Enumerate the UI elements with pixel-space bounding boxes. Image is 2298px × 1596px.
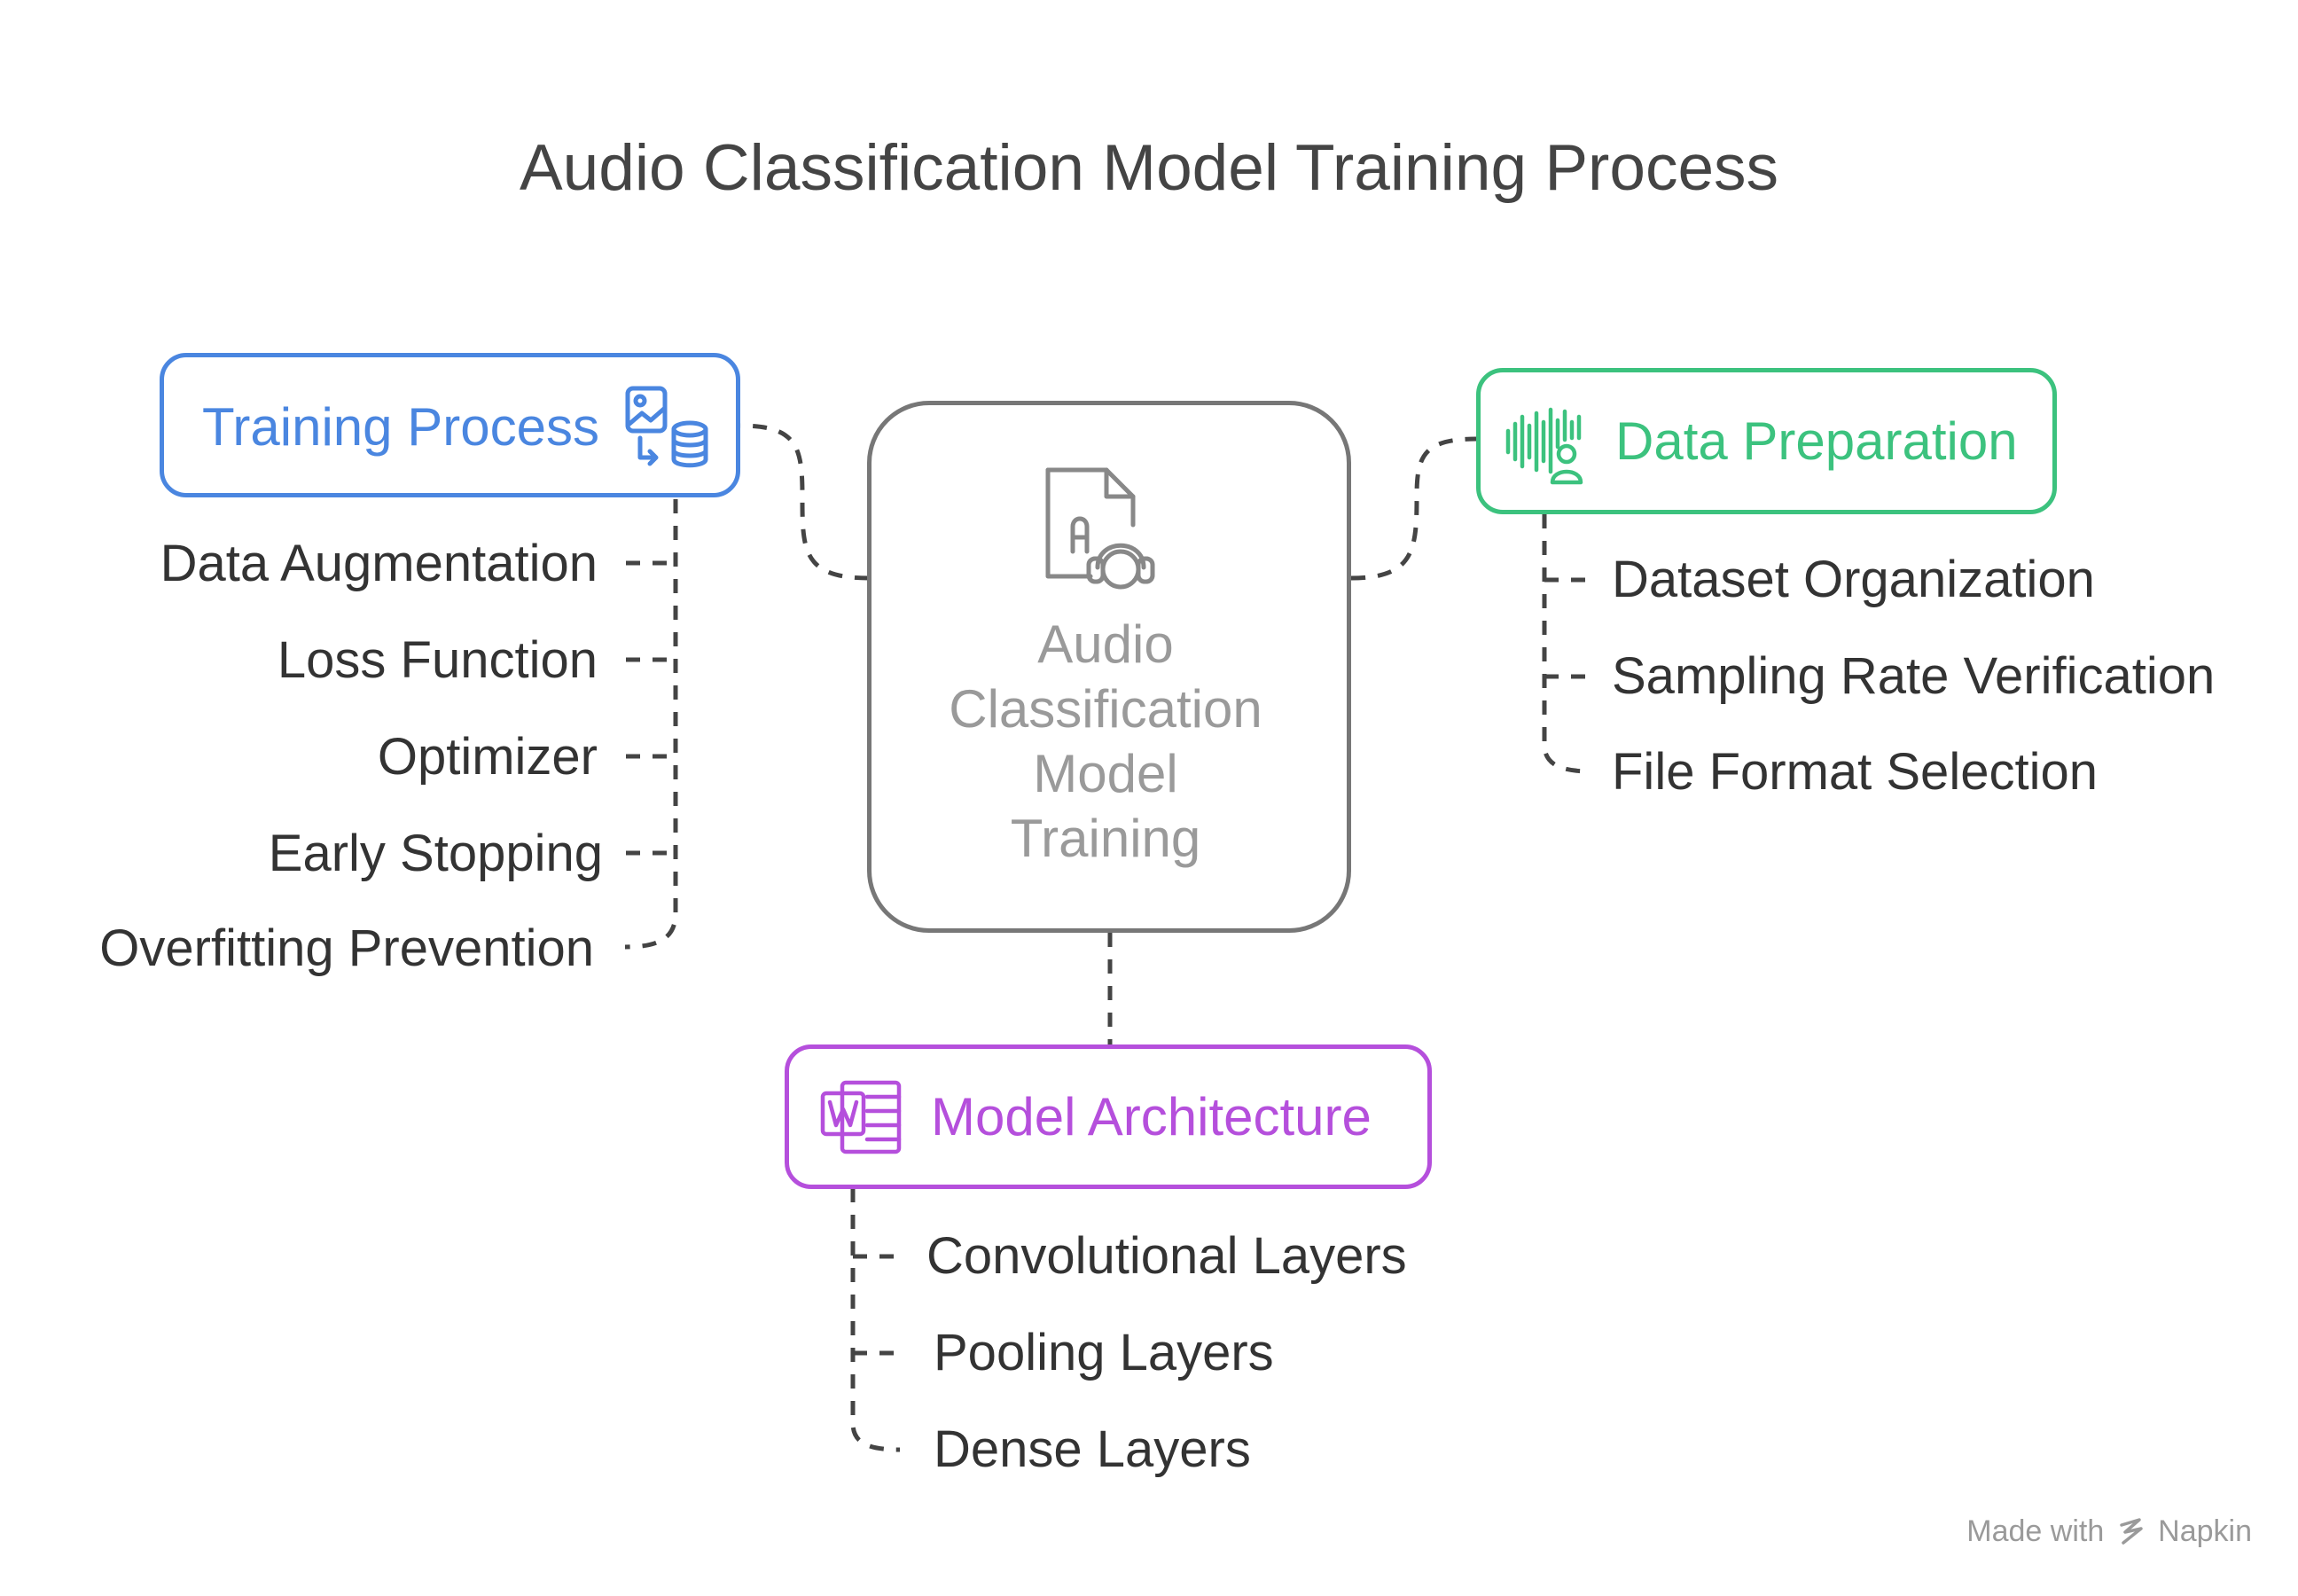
center-line: Training [1010,809,1201,868]
model-architecture-label: Model Architecture [931,1087,1372,1146]
page-title: Audio Classification Model Training Proc… [519,132,1779,204]
data-preparation-label: Data Preparation [1615,411,2018,471]
training-item: Early Stopping [268,825,603,882]
model-architecture-box [785,1044,1432,1189]
napkin-brand-text: Napkin [2158,1514,2252,1548]
data-preparation-box [1476,368,2057,514]
audio-document-headphones-icon [1045,467,1155,590]
model-arch-item: Dense Layers [934,1420,1251,1478]
training-item: Overfitting Prevention [99,919,594,977]
training-process-label: Training Process [202,397,599,457]
training-process-box [160,353,740,497]
center-node-label: Audio Classification Model Training [871,612,1340,871]
napkin-logo-icon [2119,1518,2143,1545]
center-line: Model [1033,744,1178,803]
made-with-text: Made with [1966,1514,2105,1548]
model-arch-item: Pooling Layers [934,1324,1274,1381]
soundwave-user-icon [1505,407,1583,485]
center-line: Classification [949,679,1262,739]
data-prep-item: Dataset Organization [1612,551,2095,608]
model-arch-item: Convolutional Layers [926,1227,1407,1285]
image-to-database-icon [625,386,708,468]
center-line: Audio [1037,614,1174,674]
data-prep-item: Sampling Rate Verification [1612,647,2216,705]
training-item: Optimizer [377,728,598,786]
training-item: Data Augmentation [160,535,598,592]
data-prep-item: File Format Selection [1612,743,2098,801]
center-node [867,401,1351,933]
made-with-napkin: Made with Napkin [1966,1514,2252,1549]
training-item: Loss Function [277,631,598,689]
word-document-icon [820,1080,902,1154]
